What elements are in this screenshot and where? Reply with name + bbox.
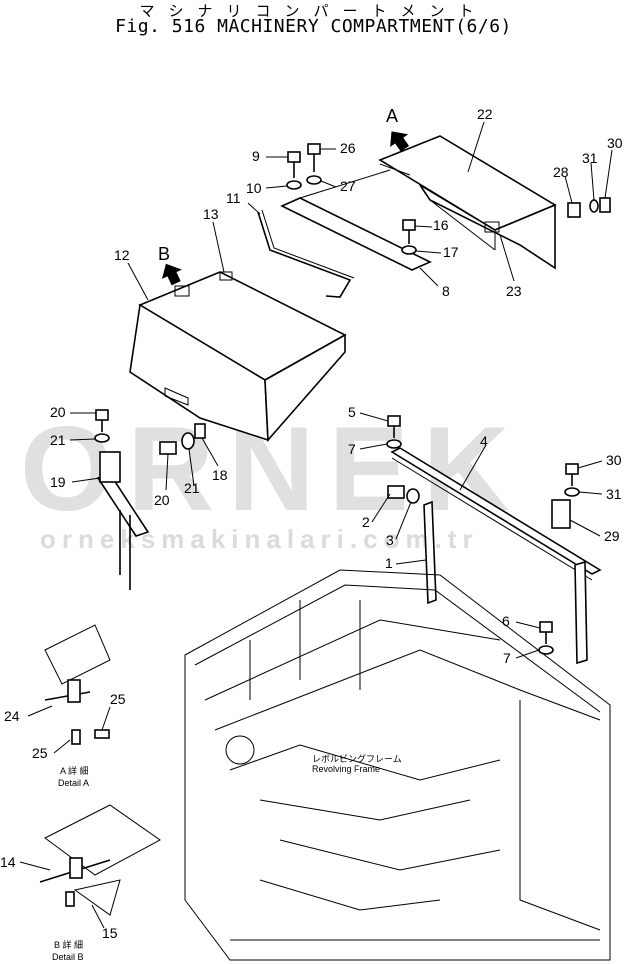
bolt-part-6 <box>539 621 553 644</box>
washer-part-7a <box>386 439 402 449</box>
view-arrow-a <box>390 131 410 152</box>
callout-15: 15 <box>102 925 118 941</box>
washer-part-10 <box>286 180 302 190</box>
callout-7a: 7 <box>348 441 356 457</box>
callout-13: 13 <box>203 206 219 222</box>
frame-label-en: Revolving Frame <box>312 764 380 774</box>
callout-5: 5 <box>348 404 356 420</box>
callout-20a: 20 <box>50 404 66 420</box>
callout-24: 24 <box>4 708 20 724</box>
callout-4: 4 <box>480 433 488 449</box>
bolt-part-9 <box>287 151 301 178</box>
callout-20b: 20 <box>154 492 170 508</box>
callout-26: 26 <box>340 140 356 156</box>
bolt-part-30a <box>599 197 611 213</box>
callout-11: 11 <box>226 190 241 206</box>
callout-7b: 7 <box>503 650 511 666</box>
callout-2: 2 <box>362 514 370 530</box>
leader-lines <box>19 121 613 929</box>
detail-b-sketch <box>39 804 161 916</box>
bolt-part-26 <box>307 143 321 172</box>
stay-part-1 <box>423 500 437 605</box>
callout-23: 23 <box>506 283 522 299</box>
detail-a-caption-jp: A 詳 細 <box>60 765 89 776</box>
washer-part-17 <box>401 245 417 255</box>
washer-part-3 <box>406 488 420 504</box>
cover-part-12 <box>129 271 347 443</box>
bracket-part-19 <box>96 451 150 590</box>
callout-14: 14 <box>0 854 16 870</box>
callout-16: 16 <box>433 217 449 233</box>
stay-part-29 <box>551 499 588 665</box>
washer-part-21a <box>94 433 110 443</box>
figure-title: Fig. 516 MACHINERY COMPARTMENT(6/6) <box>115 16 512 37</box>
callout-9: 9 <box>252 148 260 164</box>
callout-3: 3 <box>386 532 394 548</box>
washer-part-21b <box>181 432 195 450</box>
callout-21a: 21 <box>50 432 66 448</box>
bolt-part-20a <box>95 409 109 432</box>
watermark-site: orneksmakinalari.com.tr <box>40 524 479 554</box>
bolt-part-20b <box>159 441 177 455</box>
detail-a-caption-en: Detail A <box>58 778 89 788</box>
detail-b-caption-jp: B 詳 細 <box>54 939 83 950</box>
clip-part-18 <box>194 423 206 439</box>
callout-17: 17 <box>443 244 459 260</box>
frame-label-jp: レボルビングフレーム <box>312 753 402 764</box>
bolt-part-16 <box>402 219 416 244</box>
callout-1: 1 <box>385 555 393 571</box>
detail-b-caption-en: Detail B <box>52 952 84 962</box>
rod-part-11 <box>257 209 355 298</box>
view-arrow-b <box>161 263 182 286</box>
washer-part-7b <box>538 645 554 655</box>
view-label-a: A <box>386 106 398 126</box>
callout-10: 10 <box>246 180 262 196</box>
callout-18: 18 <box>212 467 228 483</box>
bracket-part-8 <box>280 163 432 271</box>
callout-6: 6 <box>502 613 510 629</box>
washer-part-31b <box>564 487 580 497</box>
callout-19: 19 <box>50 474 66 490</box>
cover-part-22 <box>378 135 557 270</box>
callout-21b: 21 <box>184 480 200 496</box>
bar-part-4 <box>390 447 602 581</box>
callout-30a: 30 <box>607 135 623 151</box>
washer-part-27 <box>306 175 322 185</box>
callout-25b: 25 <box>32 745 48 761</box>
view-label-b: B <box>158 244 170 264</box>
callout-31a: 31 <box>582 150 598 166</box>
bolt-part-30b <box>565 463 579 486</box>
clip-part-28 <box>567 202 581 218</box>
callout-30b: 30 <box>606 452 622 468</box>
callout-25a: 25 <box>110 691 126 707</box>
callout-22: 22 <box>477 106 493 122</box>
title-japanese: マシナリコンパートメント <box>139 2 488 20</box>
callout-27: 27 <box>340 178 356 194</box>
callout-31b: 31 <box>606 486 622 502</box>
washer-part-31a <box>589 199 599 213</box>
detail-a-sketch <box>44 624 111 745</box>
callout-12: 12 <box>114 247 130 263</box>
callout-28: 28 <box>553 164 569 180</box>
callout-29: 29 <box>604 528 620 544</box>
bolt-part-2 <box>387 485 405 499</box>
revolving-frame <box>184 569 611 961</box>
callout-8: 8 <box>442 283 450 299</box>
